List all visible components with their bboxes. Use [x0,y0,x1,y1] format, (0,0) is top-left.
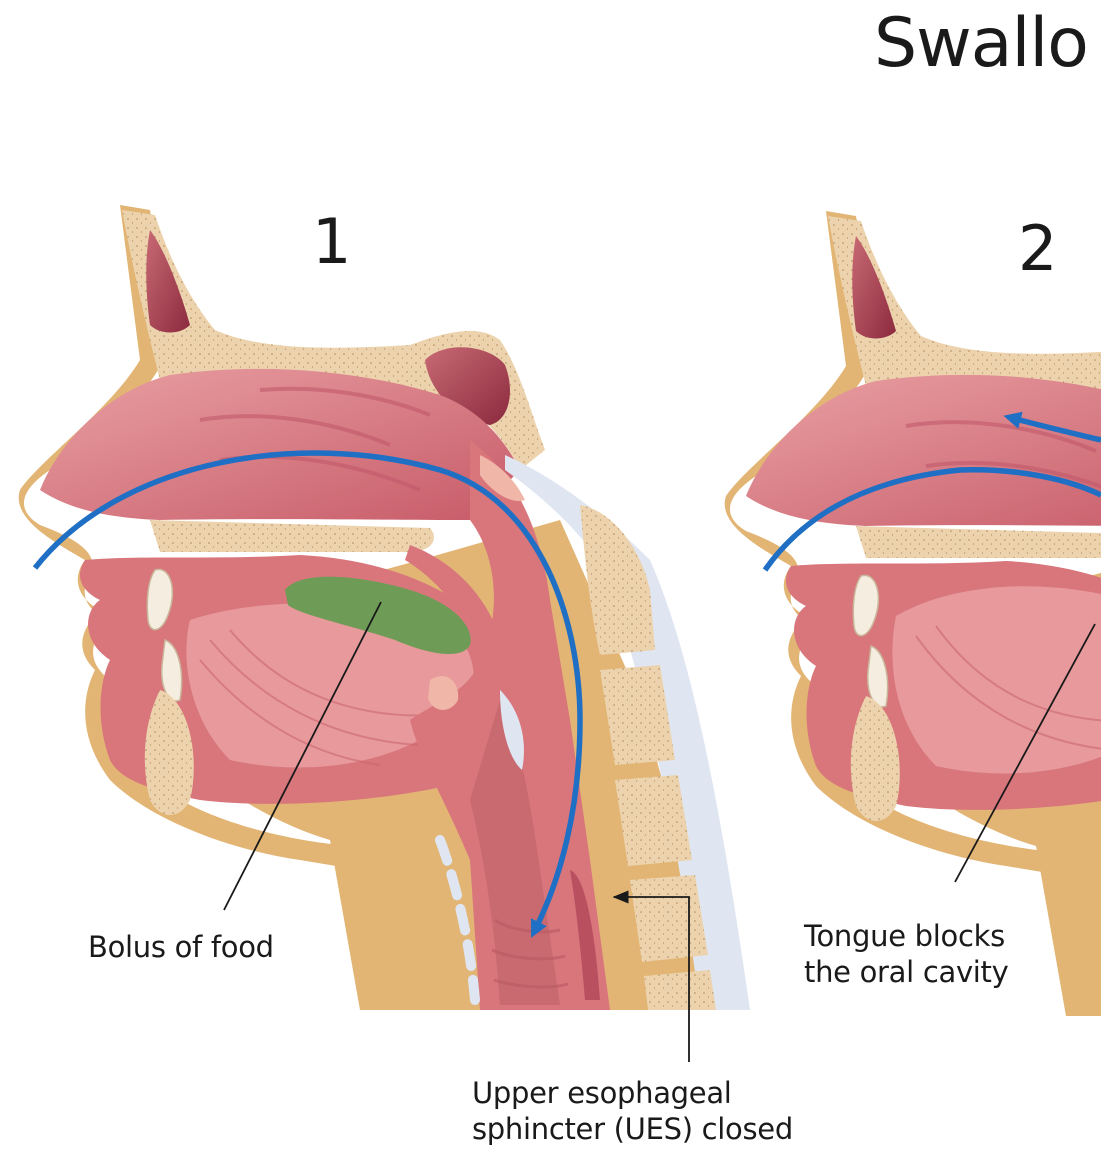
bolus-label: Bolus of food [88,929,274,965]
tongue-label: Tongue blocks the oral cavity [804,918,1009,990]
ues-label-line-1: Upper esophageal [472,1075,793,1111]
panel-1-number: 1 [312,205,351,278]
tongue-label-line-1: Tongue blocks [804,918,1009,954]
ues-label: Upper esophageal sphincter (UES) closed [472,1075,793,1147]
frontal-sinus [146,230,190,333]
diagram-title: Swallo [874,4,1088,83]
ues-label-line-2: sphincter (UES) closed [472,1111,793,1147]
panel-2-number: 2 [1018,212,1057,285]
tongue-label-line-2: the oral cavity [804,954,1009,990]
panel-2-anatomy [725,211,1101,1016]
